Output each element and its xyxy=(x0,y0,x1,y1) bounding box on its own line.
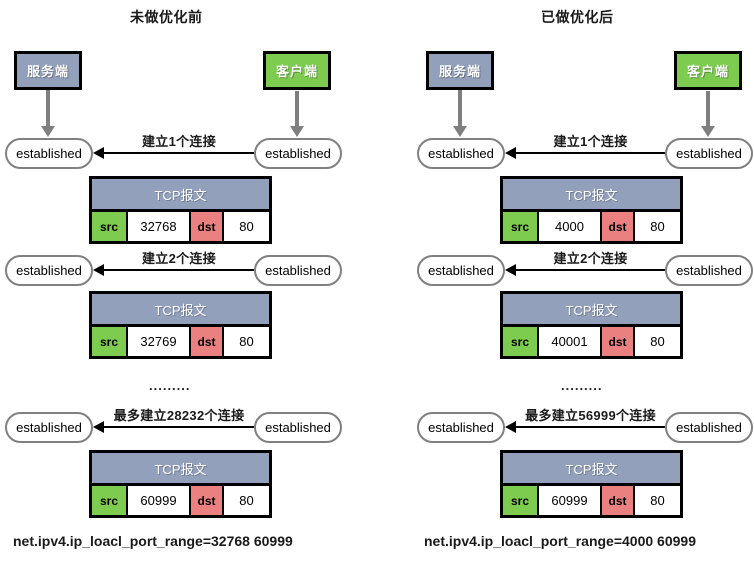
left-caption: net.ipv4.ip_loacl_port_range=32768 60999 xyxy=(13,533,293,549)
right-server-box: 服务端 xyxy=(426,51,494,90)
left-row1-server-state: established xyxy=(5,138,93,169)
right-row3-arrow-head-icon xyxy=(505,421,516,433)
left-column-title: 未做优化前 xyxy=(130,9,203,25)
right-row2-client-state: established xyxy=(665,255,753,286)
right-row3-dst-value: 80 xyxy=(635,486,680,515)
left-row1-dst-key: dst xyxy=(191,212,224,241)
right-row1-packet: TCP报文 src 4000 dst 80 xyxy=(500,176,683,244)
left-client-box: 客户端 xyxy=(263,51,331,90)
left-row1-arrow-head-icon xyxy=(93,147,104,159)
left-server-connector-line xyxy=(46,90,50,128)
left-row3-packet-fields: src 60999 dst 80 xyxy=(92,486,269,515)
left-row2-packet-title: TCP报文 xyxy=(92,294,269,327)
left-row2-arrow-line xyxy=(104,269,254,271)
left-row1-dst-value: 80 xyxy=(224,212,269,241)
right-row1-dst-key: dst xyxy=(602,212,635,241)
right-row2-arrow-line xyxy=(516,269,665,271)
left-row2-packet-fields: src 32769 dst 80 xyxy=(92,327,269,356)
left-row3-src-key: src xyxy=(92,486,128,515)
left-row2-src-key: src xyxy=(92,327,128,356)
left-row3-arrow-label: 最多建立28232个连接 xyxy=(113,408,245,423)
right-row3-arrow-label: 最多建立56999个连接 xyxy=(525,408,656,423)
right-row1-src-value: 4000 xyxy=(539,212,602,241)
left-client-connector-arrow-icon xyxy=(290,126,304,137)
left-client-connector-line xyxy=(295,91,299,128)
right-row2-arrow-head-icon xyxy=(505,264,516,276)
right-client-connector-line xyxy=(706,91,710,128)
right-row3-client-state: established xyxy=(665,412,753,443)
left-row3-src-value: 60999 xyxy=(128,486,191,515)
right-row1-arrow-line xyxy=(516,152,665,154)
left-row1-src-value: 32768 xyxy=(128,212,191,241)
right-row3-packet-title: TCP报文 xyxy=(503,453,680,486)
left-row3-server-state: established xyxy=(5,412,93,443)
right-server-connector-line xyxy=(458,90,462,128)
right-server-connector-arrow-icon xyxy=(453,126,467,137)
left-row2-server-state: established xyxy=(5,255,93,286)
right-row3-arrow-line xyxy=(516,426,665,428)
left-row1-packet-title: TCP报文 xyxy=(92,179,269,212)
right-row2-packet: TCP报文 src 40001 dst 80 xyxy=(500,291,683,359)
left-ellipsis: ......... xyxy=(149,378,191,393)
right-caption: net.ipv4.ip_loacl_port_range=4000 60999 xyxy=(424,533,696,549)
right-row2-packet-fields: src 40001 dst 80 xyxy=(503,327,680,356)
right-client-box: 客户端 xyxy=(674,51,742,90)
right-row3-server-state: established xyxy=(417,412,505,443)
right-row1-packet-title: TCP报文 xyxy=(503,179,680,212)
left-row2-dst-value: 80 xyxy=(224,327,269,356)
right-row2-dst-value: 80 xyxy=(635,327,680,356)
left-row1-src-key: src xyxy=(92,212,128,241)
left-row2-client-state: established xyxy=(254,255,342,286)
right-row2-arrow-label: 建立2个连接 xyxy=(553,251,628,266)
right-row1-server-state: established xyxy=(417,138,505,169)
right-ellipsis: ......... xyxy=(561,378,603,393)
right-row2-packet-title: TCP报文 xyxy=(503,294,680,327)
right-row2-dst-key: dst xyxy=(602,327,635,356)
right-row2-src-value: 40001 xyxy=(539,327,602,356)
left-row1-client-state: established xyxy=(254,138,342,169)
right-row2-server-state: established xyxy=(417,255,505,286)
right-row3-packet: TCP报文 src 60999 dst 80 xyxy=(500,450,683,518)
left-row2-dst-key: dst xyxy=(191,327,224,356)
right-column-title: 已做优化后 xyxy=(541,9,614,25)
right-client-connector-arrow-icon xyxy=(701,126,715,137)
right-row2-src-key: src xyxy=(503,327,539,356)
left-row3-client-state: established xyxy=(254,412,342,443)
left-server-connector-arrow-icon xyxy=(41,126,55,137)
right-row1-client-state: established xyxy=(665,138,753,169)
left-row1-packet: TCP报文 src 32768 dst 80 xyxy=(89,176,272,244)
right-row3-src-key: src xyxy=(503,486,539,515)
left-row1-packet-fields: src 32768 dst 80 xyxy=(92,212,269,241)
left-row3-packet-title: TCP报文 xyxy=(92,453,269,486)
left-row3-arrow-head-icon xyxy=(93,421,104,433)
left-row3-arrow-line xyxy=(104,426,254,428)
right-row1-arrow-head-icon xyxy=(505,147,516,159)
right-row3-src-value: 60999 xyxy=(539,486,602,515)
right-row1-packet-fields: src 4000 dst 80 xyxy=(503,212,680,241)
left-row1-arrow-label: 建立1个连接 xyxy=(141,134,217,149)
right-row3-packet-fields: src 60999 dst 80 xyxy=(503,486,680,515)
left-server-box: 服务端 xyxy=(14,51,82,90)
right-row1-arrow-label: 建立1个连接 xyxy=(553,134,628,149)
left-row2-src-value: 32769 xyxy=(128,327,191,356)
left-row3-dst-value: 80 xyxy=(224,486,269,515)
right-row3-dst-key: dst xyxy=(602,486,635,515)
left-row2-arrow-head-icon xyxy=(93,264,104,276)
left-row1-arrow-line xyxy=(104,152,254,154)
left-row2-arrow-label: 建立2个连接 xyxy=(141,251,217,266)
left-row3-packet: TCP报文 src 60999 dst 80 xyxy=(89,450,272,518)
right-row1-src-key: src xyxy=(503,212,539,241)
left-row3-dst-key: dst xyxy=(191,486,224,515)
right-row1-dst-value: 80 xyxy=(635,212,680,241)
left-row2-packet: TCP报文 src 32769 dst 80 xyxy=(89,291,272,359)
